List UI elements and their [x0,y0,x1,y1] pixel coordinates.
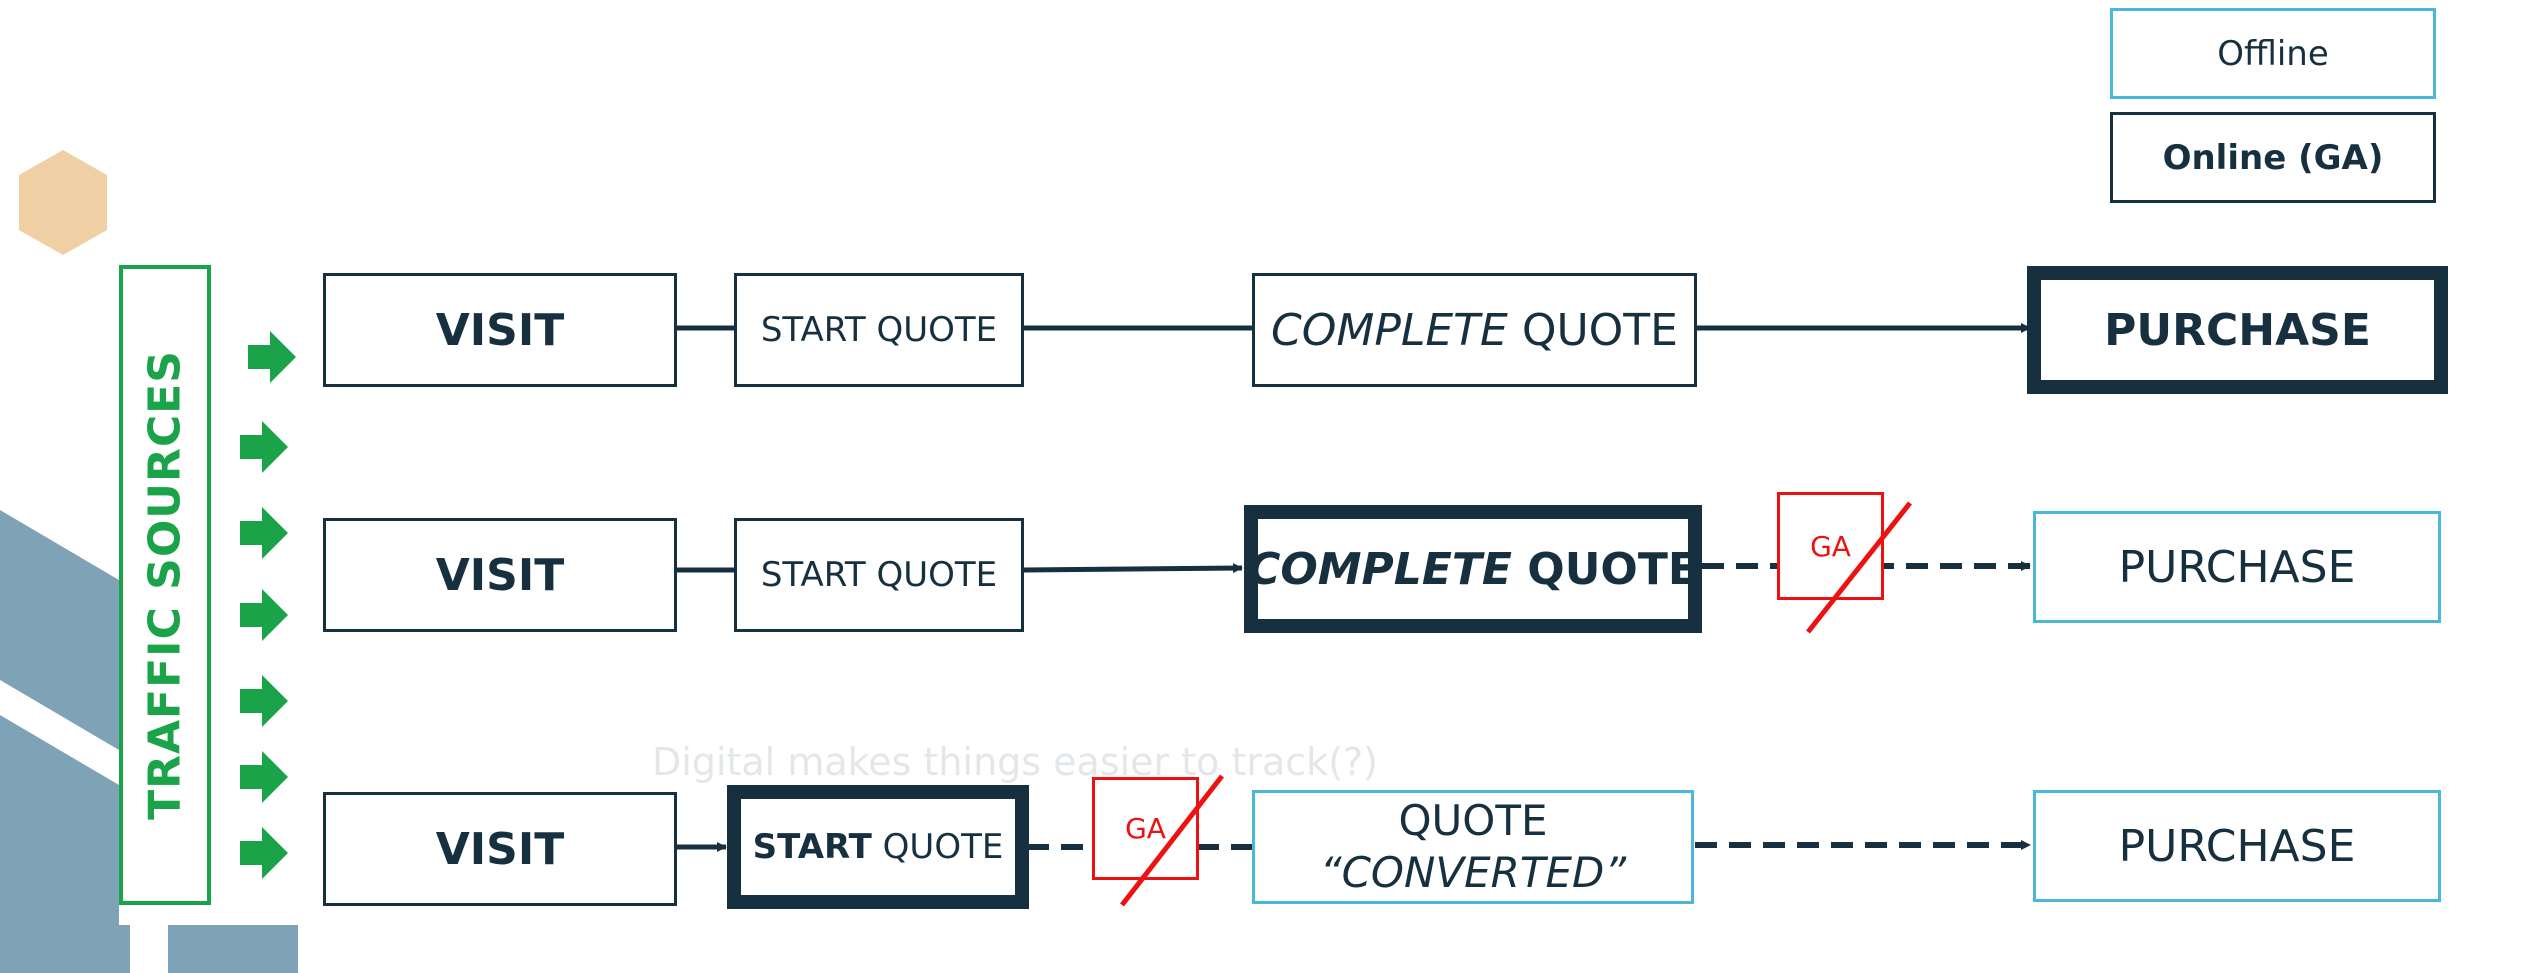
row1-visit-label: VISIT [435,304,565,356]
row1-complete-quote-emph: COMPLETE [1271,304,1508,356]
row2-purchase-node: PURCHASE [2033,511,2441,623]
legend-offline-label: Offline [2217,33,2329,74]
row1-purchase-node: PURCHASE [2027,266,2448,394]
right-arrow-icon [240,675,288,727]
row1-start-quote-rest: START QUOTE [760,310,998,350]
row2-purchase-label: PURCHASE [2118,541,2356,593]
row3-start-quote-rest: QUOTE [871,827,1004,867]
row3-purchase-label: PURCHASE [2118,820,2356,872]
row3-ga-badge: GA [1092,777,1199,880]
faint-note: Digital makes things easier to track(?) [652,740,1379,784]
row2-complete-quote-rest: QUOTE [1511,543,1698,595]
right-arrow-icon [240,751,288,803]
row1-start-quote-node: START QUOTE [734,273,1024,387]
row3-start-quote-node: START QUOTE [727,785,1029,909]
legend-online: Online (GA) [2110,112,2436,203]
row1-visit-node: VISIT [323,273,677,387]
row2-ga-label: GA [1810,529,1851,563]
row2-ga-badge: GA [1777,492,1884,600]
row1-complete-quote-rest: QUOTE [1507,304,1678,356]
row3-visit-node: VISIT [323,792,677,906]
row2-start-quote-node: START QUOTE [734,518,1024,632]
row2-visit-label: VISIT [435,549,565,601]
row3-ga-label: GA [1125,812,1166,845]
row3-purchase-node: PURCHASE [2033,790,2441,902]
row1-complete-quote-node: COMPLETE QUOTE [1252,273,1697,387]
decor-band-lower [0,715,119,973]
right-arrow-icon [240,507,288,559]
strikethrough-icon [1120,774,1224,907]
row3-visit-label: VISIT [435,823,565,875]
row3-converted-label: “CONVERTED” [1319,848,1627,897]
row3-start-quote-emph: START [752,827,872,867]
decor-block-bottom [168,925,298,973]
row2-visit-node: VISIT [323,518,677,632]
strikethrough-icon [1806,501,1912,634]
right-arrow-icon [248,331,296,383]
legend-offline: Offline [2110,8,2436,99]
right-arrow-icon [240,421,288,473]
legend-online-label: Online (GA) [2162,137,2384,178]
hexagon-shape [19,150,107,255]
row3-quote-label: QUOTE [1398,795,1548,845]
traffic-sources-panel: TRAFFIC SOURCES [119,265,211,905]
row2-complete-quote-emph: COMPLETE [1248,543,1512,595]
row2-start-to-complete [1023,563,1243,574]
row2-start-quote-rest: START QUOTE [760,555,998,595]
row3-quote-converted-node: QUOTE “CONVERTED” [1252,790,1694,904]
row1-purchase-label: PURCHASE [2104,304,2371,356]
right-arrow-icon [240,589,288,641]
right-arrow-icon [240,827,288,879]
row2-complete-quote-node: COMPLETE QUOTE [1244,505,1702,633]
decor-band-upper [0,510,119,750]
decor-block-bottom-left [0,925,130,973]
